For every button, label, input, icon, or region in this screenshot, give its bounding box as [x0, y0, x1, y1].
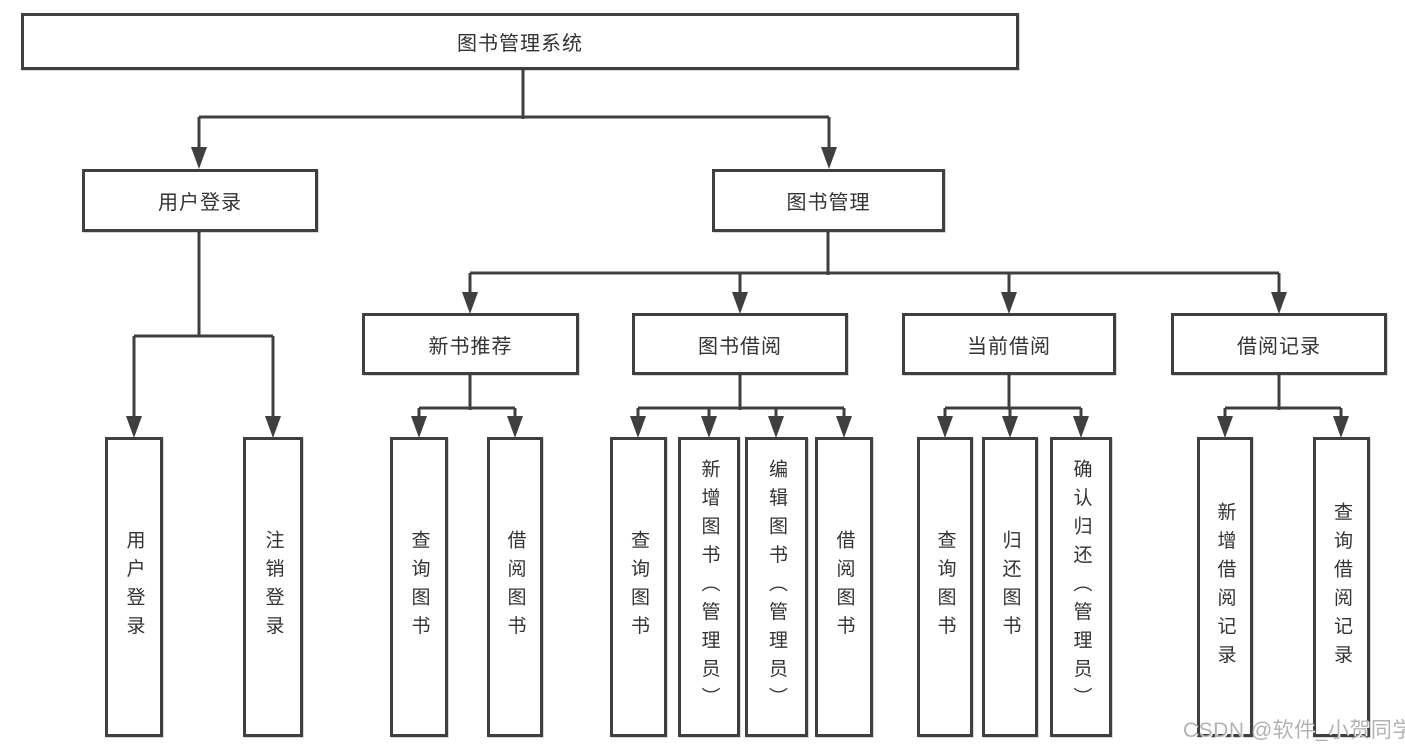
leaf-user-login: 用户登录 — [105, 437, 163, 737]
arrowhead-icon — [126, 416, 142, 438]
node-label: 注销登录 — [262, 530, 284, 644]
leaf-records-query-record: 查询借阅记录 — [1313, 437, 1370, 737]
arrowhead-icon — [836, 416, 852, 438]
node-label: 图书管理 — [786, 192, 871, 214]
node-label: 当前借阅 — [967, 335, 1051, 358]
connector-newbook-split — [417, 375, 517, 417]
arrowhead-icon — [1217, 416, 1233, 438]
node-label: 查询图书 — [408, 530, 430, 644]
node-new-book-recommend: 新书推荐 — [362, 313, 579, 375]
arrowhead-icon — [937, 416, 953, 438]
node-library-management-system: 图书管理系统 — [21, 13, 1019, 70]
leaf-borrow-edit-books-admin: 编辑图书（管理员） — [745, 437, 808, 737]
arrowhead-icon — [1073, 416, 1089, 438]
node-label: 借阅图书 — [504, 530, 526, 644]
connector-borrow-split — [636, 375, 846, 417]
connector-mgmt-split — [468, 232, 1281, 294]
arrowhead-icon — [191, 147, 207, 169]
arrowhead-icon — [630, 416, 646, 438]
connector-current-split — [943, 375, 1083, 417]
connector-login-split — [132, 232, 275, 417]
node-label: 确认归还（管理员） — [1070, 458, 1092, 716]
node-label: 图书管理系统 — [457, 33, 583, 55]
node-label: 借阅图书 — [833, 530, 855, 644]
arrowhead-icon — [1002, 416, 1018, 438]
connector-root-split — [197, 70, 831, 148]
node-label: 用户登录 — [123, 530, 145, 644]
arrowhead-icon — [462, 292, 478, 314]
node-borrow-records: 借阅记录 — [1171, 313, 1387, 375]
node-book-borrow: 图书借阅 — [632, 313, 848, 375]
csdn-watermark: CSDN @软件_小贺同学 — [1183, 719, 1405, 742]
node-book-management: 图书管理 — [712, 169, 945, 232]
node-label: 新书推荐 — [428, 335, 513, 358]
node-label: 归还图书 — [999, 530, 1021, 644]
connector-records-split — [1223, 375, 1343, 417]
leaf-borrow-query-books: 查询图书 — [610, 437, 667, 737]
arrowhead-icon — [732, 292, 748, 314]
node-label: 新增图书（管理员） — [698, 458, 720, 716]
arrowhead-icon — [411, 416, 427, 438]
leaf-records-add-record: 新增借阅记录 — [1197, 437, 1253, 737]
leaf-borrow-add-books-admin: 新增图书（管理员） — [678, 437, 740, 737]
node-label: 图书借阅 — [698, 335, 782, 358]
leaf-current-return-books: 归还图书 — [982, 437, 1038, 737]
node-label: 编辑图书（管理员） — [766, 458, 787, 716]
arrowhead-icon — [768, 416, 784, 438]
node-label: 用户登录 — [158, 192, 242, 214]
leaf-newbook-query-books: 查询图书 — [390, 437, 448, 737]
leaf-current-query-books: 查询图书 — [917, 437, 973, 737]
node-label: 查询图书 — [628, 530, 649, 644]
arrowhead-icon — [1271, 292, 1287, 314]
node-user-login: 用户登录 — [82, 169, 318, 232]
node-label: 借阅记录 — [1237, 335, 1321, 358]
arrowhead-icon — [507, 416, 523, 438]
arrowhead-icon — [821, 147, 837, 169]
node-label: 查询图书 — [934, 530, 956, 644]
node-label: 新增借阅记录 — [1214, 501, 1236, 673]
arrowhead-icon — [1001, 292, 1017, 314]
node-label: 查询借阅记录 — [1331, 501, 1352, 673]
leaf-current-confirm-return-admin: 确认归还（管理员） — [1050, 437, 1112, 737]
arrowhead-icon — [265, 416, 281, 438]
leaf-borrow-borrow-books: 借阅图书 — [815, 437, 873, 737]
arrowhead-icon — [1333, 416, 1349, 438]
leaf-logout: 注销登录 — [243, 437, 303, 737]
leaf-newbook-borrow-books: 借阅图书 — [487, 437, 543, 737]
node-current-borrow: 当前借阅 — [902, 313, 1116, 375]
arrowhead-icon — [701, 416, 717, 438]
